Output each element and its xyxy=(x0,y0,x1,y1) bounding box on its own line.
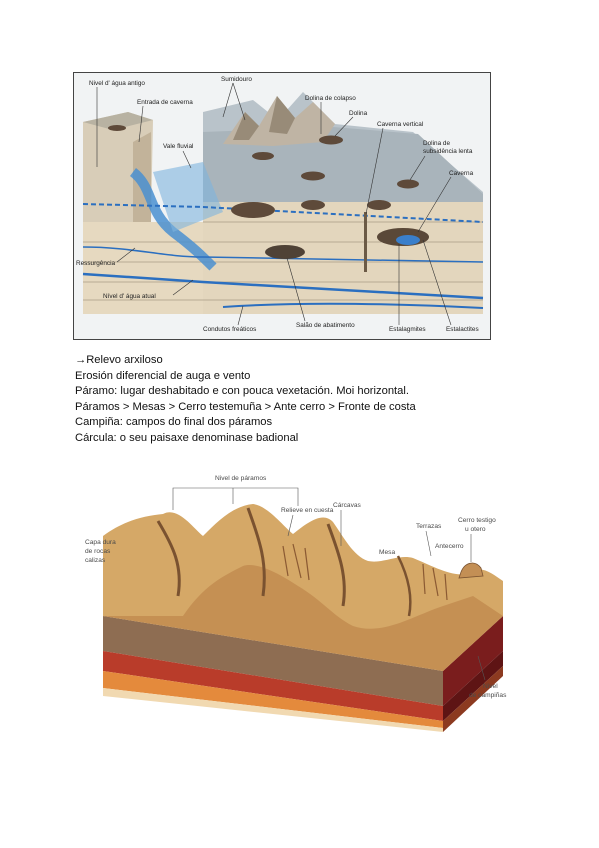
label-capa-1: Capa dura xyxy=(85,539,116,546)
label-dolina: Dolina xyxy=(349,110,368,117)
label-antecerro: Antecerro xyxy=(435,543,464,550)
karst-block-diagram: Nivel d' água antigo Sumidouro Entrada d… xyxy=(73,72,491,340)
label-nivel-atual: Nível d' água atual xyxy=(103,293,156,300)
label-carcavas: Cárcavas xyxy=(333,502,362,509)
label-nivel-campinas-1: Nivel xyxy=(483,683,498,690)
text-line-5: Campiña: campos do final dos páramos xyxy=(75,416,273,428)
label-caverna: Caverna xyxy=(449,170,474,177)
text-line-4: Páramos > Mesas > Cerro testemuña > Ante… xyxy=(75,400,416,413)
label-condutos-freaticos: Condutos freáticos xyxy=(203,326,256,333)
figure2-labels: Nivel de páramos Relieve en cuesta Cárca… xyxy=(85,475,507,699)
label-vale-fluvial: Vale fluvial xyxy=(163,143,193,150)
label-entrada-caverna: Entrada de caverna xyxy=(137,99,193,106)
label-dolina-subsidencia-1: Dolina de xyxy=(423,140,450,147)
notes-text: →Relevo arxiloso Erosión diferencial de … xyxy=(75,353,535,446)
clay-relief-block-diagram: Nivel de páramos Relieve en cuesta Cárca… xyxy=(85,475,507,732)
label-caverna-vertical: Caverna vertical xyxy=(377,121,423,128)
text-line-3: Páramo: lugar deshabitado e con pouca ve… xyxy=(75,385,409,397)
label-cerro-1: Cerro testigo xyxy=(458,517,496,524)
label-nivel-antigo: Nivel d' água antigo xyxy=(89,80,145,87)
text-line-1: →Relevo arxiloso xyxy=(75,354,163,366)
label-mesa: Mesa xyxy=(379,549,395,556)
figure1-labels: Nivel d' água antigo Sumidouro Entrada d… xyxy=(76,76,479,333)
label-terrazas: Terrazas xyxy=(416,523,442,530)
label-sumidouro: Sumidouro xyxy=(221,76,252,83)
label-nivel-campinas-2: de campiñas xyxy=(469,692,507,699)
text-line-2: Erosión diferencial de auga e vento xyxy=(75,369,251,382)
label-ressurgencia: Ressurgência xyxy=(76,260,116,267)
label-salao-abatimento: Salão de abatimento xyxy=(296,322,355,329)
text-line-6: Cárcula: o seu paisaxe denominase badion… xyxy=(75,431,299,444)
label-nivel-paramos: Nivel de páramos xyxy=(215,475,267,482)
label-dolina-subsidencia-2: subsidência lenta xyxy=(423,148,473,155)
label-capa-3: calizas xyxy=(85,557,106,564)
label-dolina-colapso: Dolina de colapso xyxy=(305,95,356,102)
label-estalagmites: Estalagmites xyxy=(389,326,426,333)
label-estalactites: Estalactites xyxy=(446,326,479,333)
label-relieve-cuesta: Relieve en cuesta xyxy=(281,507,334,514)
label-cerro-2: u otero xyxy=(465,526,486,533)
label-capa-2: de rocas xyxy=(85,548,111,555)
